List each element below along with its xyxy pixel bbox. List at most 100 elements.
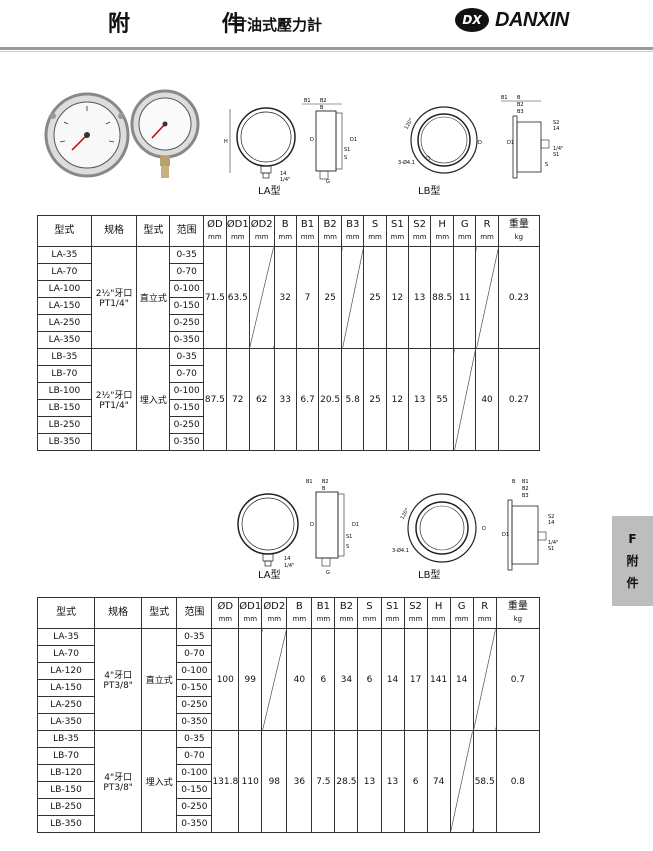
header-unit: mm xyxy=(480,233,494,241)
dimension-cell: 13 xyxy=(357,730,382,833)
mount-cell: 直立式 xyxy=(141,628,178,731)
svg-text:B2: B2 xyxy=(322,479,329,485)
svg-text:B: B xyxy=(512,479,516,485)
header-cell: 规格 xyxy=(94,597,143,629)
brand-logo-icon: DX xyxy=(455,8,489,32)
svg-text:B1: B1 xyxy=(304,98,311,104)
header-label: B2 xyxy=(323,219,337,230)
model-cell: LA-70 xyxy=(37,263,92,281)
svg-text:1/4": 1/4" xyxy=(284,563,294,569)
range-cell: 0-35 xyxy=(169,348,204,366)
la-type-caption-2: LA型 xyxy=(258,570,281,581)
section-tab[interactable]: F 附 件 xyxy=(612,516,653,606)
svg-text:D1: D1 xyxy=(507,140,514,146)
header-unit: mm xyxy=(345,233,360,241)
header-unit: mm xyxy=(230,233,245,241)
lb-type-caption-1: LB型 xyxy=(418,186,441,197)
header-label: B3 xyxy=(346,219,360,230)
header-label: 规格 xyxy=(104,225,125,236)
header-cell: B2 mm xyxy=(334,597,359,629)
model-cell: LA-350 xyxy=(36,713,96,731)
header-label: H xyxy=(434,601,443,612)
dimension-cell: 32 xyxy=(273,246,297,349)
header-unit: mm xyxy=(218,615,233,623)
model-cell: LA-150 xyxy=(37,297,92,315)
header-label: B xyxy=(295,601,303,612)
header-unit: mm xyxy=(457,233,472,241)
header-label: S2 xyxy=(413,219,426,230)
model-cell: LA-150 xyxy=(36,679,96,697)
model-cell: LB-35 xyxy=(37,348,92,366)
page-title: 附 件 xyxy=(108,12,286,37)
model-cell: LB-70 xyxy=(37,365,92,383)
dimension-cell: 28.5 xyxy=(334,730,359,833)
header-label: 重量 xyxy=(508,219,529,230)
header-divider-thin xyxy=(0,51,653,52)
header-unit: mm xyxy=(300,233,315,241)
header-label: 重量 xyxy=(507,601,528,612)
header-cell: 型式 xyxy=(141,597,178,629)
section-tab-line1: 附 xyxy=(626,554,639,568)
dimension-cell: 98 xyxy=(261,730,288,833)
header-unit: mm xyxy=(267,615,282,623)
svg-text:D: D xyxy=(478,140,482,146)
model-cell: LA-120 xyxy=(36,662,96,680)
range-cell: 0-350 xyxy=(176,713,213,731)
dimension-cell: 6.7 xyxy=(295,348,320,451)
dimension-cell: 6 xyxy=(403,730,428,833)
range-cell: 0-100 xyxy=(169,382,204,400)
svg-text:G: G xyxy=(326,179,330,185)
dimension-cell: 11 xyxy=(453,246,477,349)
model-cell: LB-250 xyxy=(37,416,92,434)
svg-text:D: D xyxy=(310,137,314,143)
dimension-cell: 17 xyxy=(403,628,428,731)
mount-cell: 埋入式 xyxy=(136,348,171,451)
brand: DX DANXIN xyxy=(455,8,569,32)
dimension-cell: 87.5 xyxy=(202,348,227,451)
header-label: 型式 xyxy=(56,607,77,618)
spec-cell: 2½"牙口 PT1/4" xyxy=(90,348,138,451)
header-unit: mm xyxy=(339,615,354,623)
svg-text:S1: S1 xyxy=(346,534,352,540)
header-label: ØD xyxy=(207,219,223,230)
svg-text:G: G xyxy=(326,570,330,576)
svg-text:1/4": 1/4" xyxy=(280,177,290,183)
svg-text:S1: S1 xyxy=(548,546,554,552)
dimension-cell: 100 xyxy=(211,628,240,731)
header-label: B2 xyxy=(339,601,354,612)
header-label: B xyxy=(281,219,289,230)
header-label: G xyxy=(460,219,469,230)
header-unit: mm xyxy=(278,233,293,241)
model-cell: LA-35 xyxy=(36,628,96,646)
model-cell: LB-150 xyxy=(36,781,96,799)
svg-text:D: D xyxy=(482,526,486,532)
dimension-cell: 88.5 xyxy=(430,246,455,349)
model-cell: LA-70 xyxy=(36,645,96,663)
svg-text:14: 14 xyxy=(553,126,559,132)
header-label: S xyxy=(366,601,373,612)
model-cell: LB-120 xyxy=(36,764,96,782)
dimension-cell: 6 xyxy=(357,628,382,731)
dimension-cell xyxy=(453,348,477,451)
dimension-cell: 0.27 xyxy=(497,348,541,451)
gauge-photo-side xyxy=(130,89,200,178)
header-cell: 型式 xyxy=(37,215,92,247)
header-label: ØD xyxy=(217,601,234,612)
